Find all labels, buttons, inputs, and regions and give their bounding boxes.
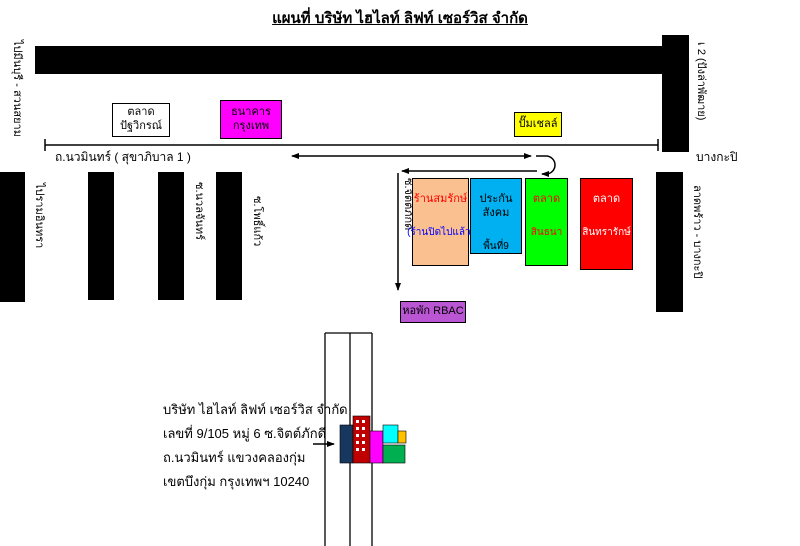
road-latphrao-vertical (656, 172, 683, 312)
company-address2: ถ.นวมินทร์ แขวงคลองกุ่ม (163, 450, 306, 465)
road-top-horizontal (35, 46, 662, 74)
road-soi-nuanchan (158, 172, 184, 300)
company-address3: เขตบึงกุ่ม กรุงเทพฯ 10240 (163, 474, 310, 489)
label-nawamin-road: ถ.นวมินทร์ ( สุขาภิบาล 1 ) (55, 150, 191, 164)
lane-to-company (324, 332, 373, 546)
company-building-icon (339, 415, 407, 464)
landmark-label: ตลาด (127, 106, 155, 119)
landmark-label: สินทรารักษ์ (582, 226, 631, 238)
landmark-label: ตลาด (532, 193, 561, 205)
road-soi-phokaew (216, 172, 242, 300)
landmark-label: (ร้านปิดไปแล้ว) (407, 226, 474, 238)
landmark-rbac-dorm: หอพัก RBAC (400, 301, 466, 323)
landmark-label: ร้านสมรักษ์ (413, 193, 468, 205)
label-latphrao-bangkapi: ลาดพร้าว - บางกะปิ (691, 185, 703, 279)
landmark-label: กรุงเทพ (232, 119, 270, 132)
landmark-label: พื้นที่9 (483, 240, 509, 252)
landmark-patwikorn-market: ตลาด ปัฐวิกรณ์ (112, 103, 170, 137)
company-address: บริษัท ไฮไลท์ ลิฟท์ เซอร์วิส จำกัด เลขที… (163, 398, 348, 494)
road-left-vertical (0, 172, 25, 302)
label-bangkapi: บางกะปิ (696, 150, 738, 164)
landmark-sinthana-market: ตลาด สินธนา (525, 178, 568, 266)
label-soi-chitphakdi: ซ.จิตต์ภักดี (402, 178, 414, 231)
landmark-label: ตลาด (592, 193, 621, 205)
page-title: แผนที่ บริษัท ไฮไลท์ ลิฟท์ เซอร์วิส จำกั… (272, 10, 528, 27)
label-to-minburi: ไปมีนบุรี - สวนสยาม (11, 40, 23, 137)
company-building (338, 413, 412, 465)
landmark-label: ปัฐวิกรณ์ (119, 120, 162, 132)
landmark-somrak-shop: ร้านสมรักษ์ (ร้านปิดไปแล้ว) (407, 178, 474, 266)
landmark-shell-station: ปั๊มเชลล์ (514, 112, 562, 137)
landmark-sintrarak-market: ตลาด สินทรารักษ์ (580, 178, 633, 270)
road-top-right-vertical (662, 35, 689, 152)
label-soi-phokaew: ซ.โพธิ์แก้ว (251, 196, 263, 247)
landmark-label: สินธนา (530, 226, 563, 238)
landmark-bangkok-bank: ธนาคาร กรุงเทพ (220, 100, 282, 139)
company-name: บริษัท ไฮไลท์ ลิฟท์ เซอร์วิส จำกัด (163, 402, 348, 417)
label-to-ramintra: ไปรามอินทรา (33, 183, 45, 249)
company-address1: เลขที่ 9/105 หมู่ 6 ซ.จิตต์ภักดี (163, 426, 327, 441)
landmark-label: ธนาคาร (231, 105, 271, 118)
u-turn-icon (536, 155, 556, 177)
landmark-label: ประกันสังคม (479, 193, 513, 219)
road-nawamin-line (44, 139, 659, 151)
label-soi-nuanchan: ซ.นวลจันทร์ (193, 182, 205, 241)
landmark-label: หอพัก RBAC (402, 305, 464, 318)
road-soi-1 (88, 172, 114, 300)
landmark-label: ปั๊มเชลล์ (518, 117, 558, 130)
landmark-social-security-office: ประกันสังคม พื้นที่9 (470, 178, 522, 254)
label-top-right-road: เ 2 (ปังล่าพัฒาย) (695, 42, 707, 121)
